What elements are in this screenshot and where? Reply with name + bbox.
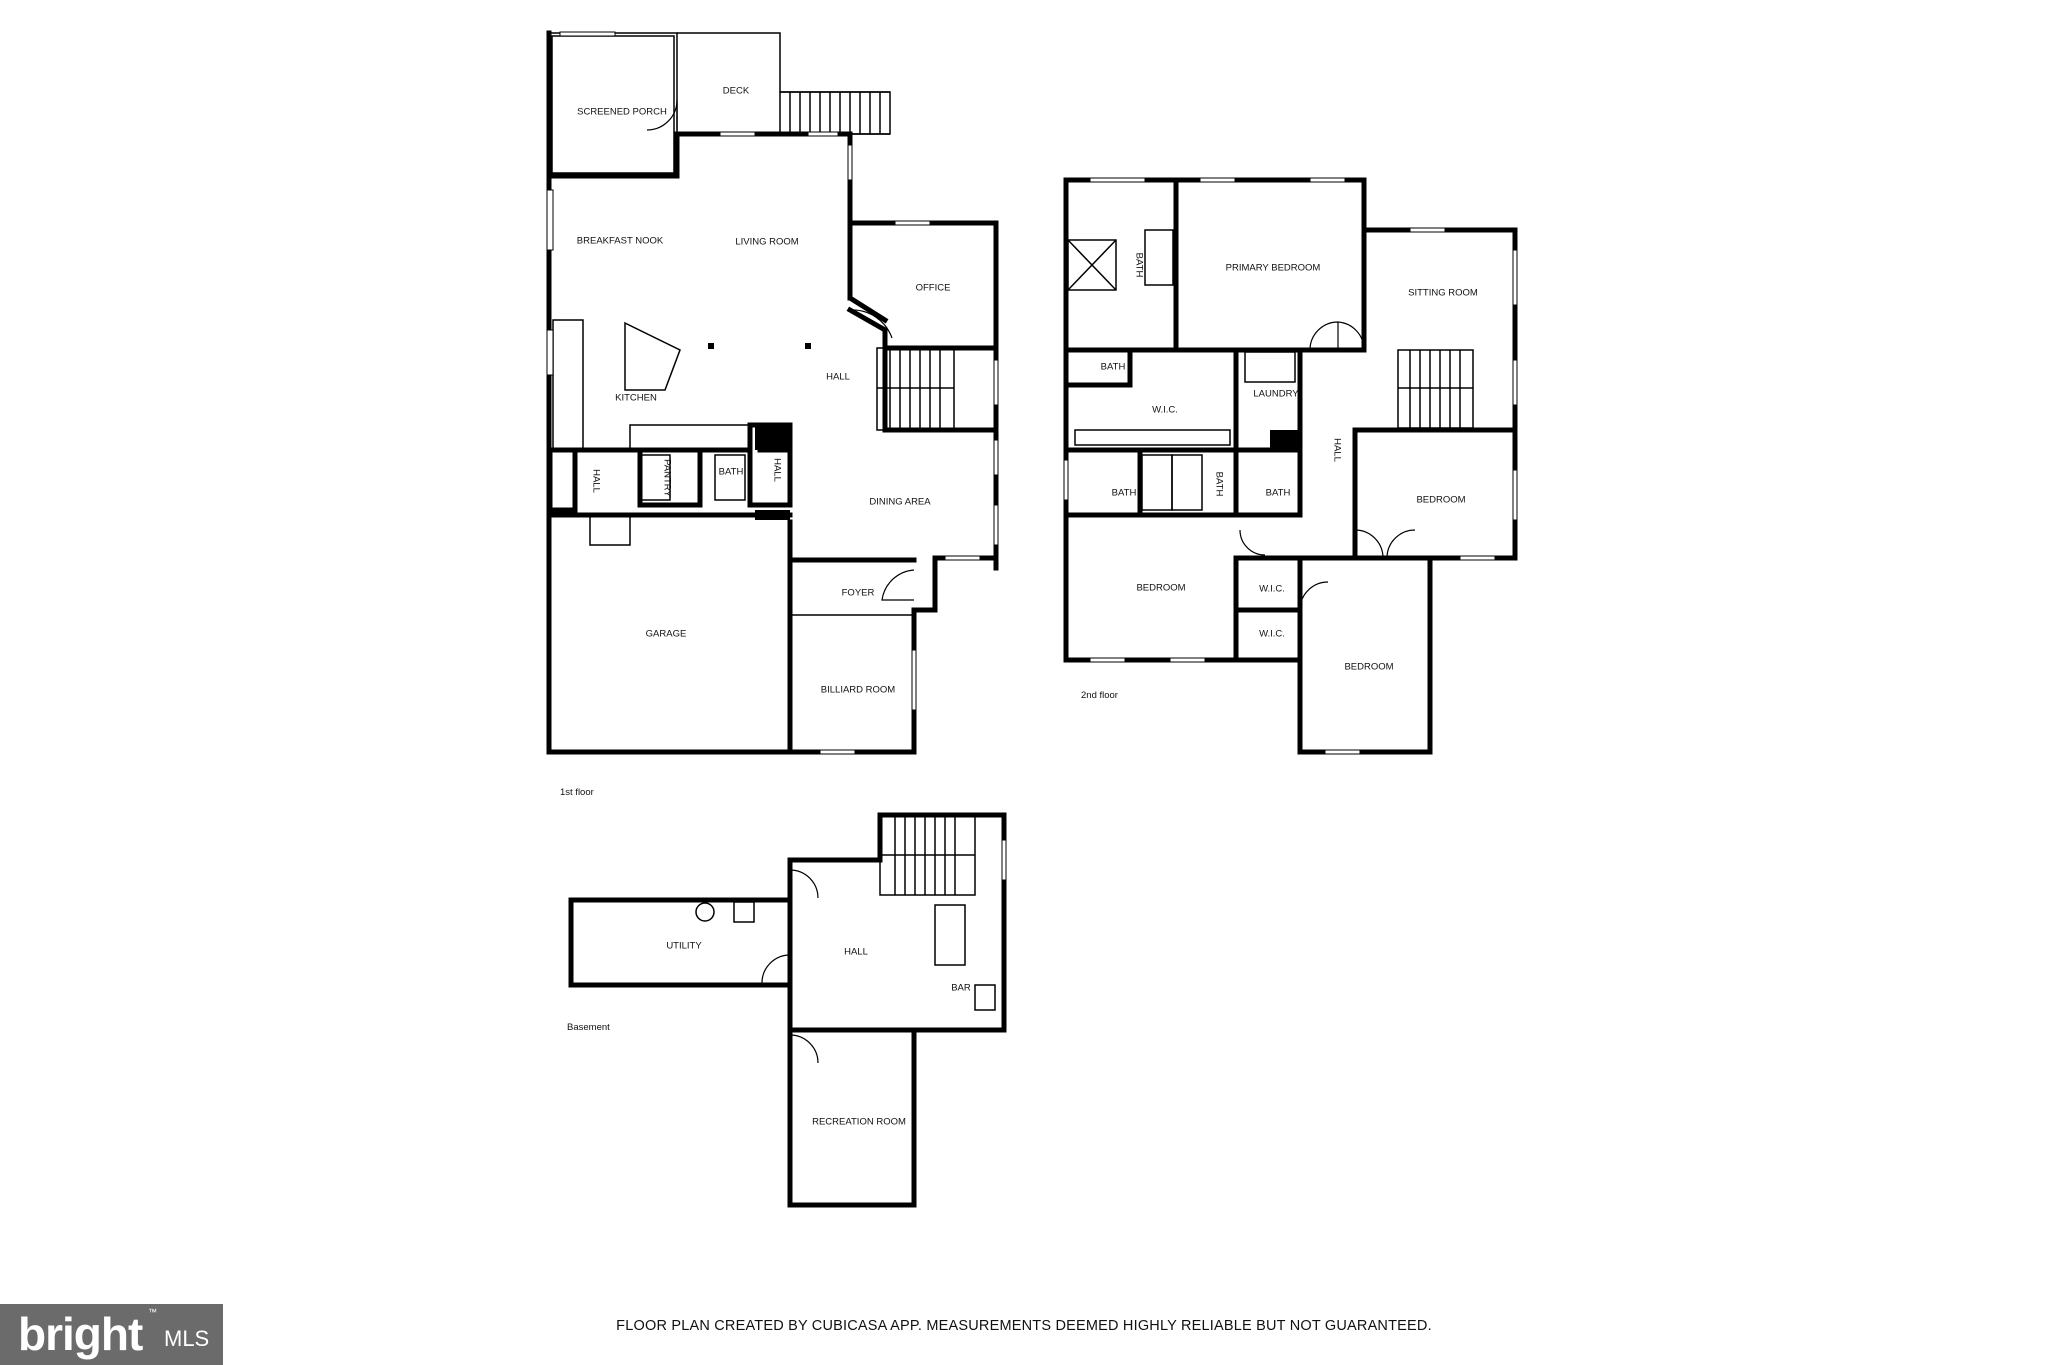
utility-fixture — [695, 902, 715, 922]
deck-outline — [677, 32, 891, 135]
room-label-recreation-room: RECREATION ROOM — [812, 1117, 906, 1128]
bright-mls-logo: bright ™ MLS — [0, 1304, 223, 1365]
floor-label-basement: Basement — [567, 1022, 610, 1033]
room-label-bedroom-left: BEDROOM — [1136, 583, 1185, 594]
room-label-office: OFFICE — [916, 283, 951, 294]
room-label-deck: DECK — [723, 86, 750, 97]
logo-brand-text: bright — [18, 1308, 143, 1360]
first-floor-stairs — [876, 347, 955, 431]
room-label-bath-left: BATH — [1112, 488, 1137, 499]
room-label-wic-lower: W.I.C. — [1259, 629, 1285, 640]
first-floor-labels: SCREENED PORCH DECK BREAKFAST NOOK LIVIN… — [560, 86, 950, 798]
basement-labels: UTILITY HALL BAR RECREATION ROOM Basemen… — [567, 941, 971, 1128]
second-floor-plan — [1063, 177, 1518, 755]
room-label-basement-hall: HALL — [844, 947, 868, 958]
room-label-sitting-room: SITTING ROOM — [1408, 288, 1478, 299]
screened-porch-walls — [548, 32, 678, 177]
room-label-second-hall: HALL — [1331, 438, 1342, 462]
logo-mls-text: MLS — [164, 1326, 210, 1351]
kitchen-island — [624, 321, 681, 391]
second-floor-stairs — [1397, 349, 1474, 429]
room-label-bedroom-right: BEDROOM — [1416, 495, 1465, 506]
room-label-bath-mid: BATH — [1213, 472, 1224, 497]
room-label-foyer: FOYER — [842, 588, 875, 599]
room-label-laundry: LAUNDRY — [1253, 389, 1299, 400]
room-label-screened-porch: SCREENED PORCH — [577, 107, 667, 118]
room-label-hall: HALL — [826, 372, 850, 383]
room-label-primary-bedroom: PRIMARY BEDROOM — [1226, 263, 1321, 274]
room-label-bedroom-bottom: BEDROOM — [1344, 662, 1393, 673]
logo-trademark: ™ — [148, 1307, 157, 1317]
bar-counter — [934, 904, 966, 966]
first-floor-plan — [546, 30, 999, 755]
room-label-bath: BATH — [719, 467, 744, 478]
shower — [1067, 239, 1117, 291]
basement-plan — [568, 812, 1007, 1208]
room-label-bar: BAR — [951, 983, 971, 994]
deck-stairs — [780, 91, 890, 135]
room-label-hall-left: HALL — [590, 469, 601, 493]
room-label-bath-small: BATH — [1101, 362, 1126, 373]
room-label-wic-upper: W.I.C. — [1259, 584, 1285, 595]
room-label-garage: GARAGE — [646, 629, 687, 640]
room-label-utility: UTILITY — [666, 941, 702, 952]
room-label-living-room: LIVING ROOM — [735, 237, 798, 248]
room-label-dining-area: DINING AREA — [869, 497, 931, 508]
room-label-breakfast-nook: BREAKFAST NOOK — [577, 236, 664, 247]
basement-stairs — [879, 814, 976, 896]
disclaimer-text: FLOOR PLAN CREATED BY CUBICASA APP. MEAS… — [616, 1318, 1432, 1334]
floor-label-second: 2nd floor — [1081, 690, 1118, 701]
room-label-wic-primary: W.I.C. — [1152, 405, 1178, 416]
room-label-primary-bath: BATH — [1133, 253, 1144, 278]
room-label-billiard-room: BILLIARD ROOM — [821, 685, 896, 696]
room-label-pantry: PANTRY — [661, 459, 672, 497]
room-label-hall-right: HALL — [771, 458, 782, 482]
floor-label-first: 1st floor — [560, 787, 594, 798]
room-label-kitchen: KITCHEN — [615, 393, 657, 404]
room-label-bath-right: BATH — [1266, 488, 1291, 499]
second-floor-labels: BATH PRIMARY BEDROOM SITTING ROOM BATH W… — [1081, 253, 1478, 701]
